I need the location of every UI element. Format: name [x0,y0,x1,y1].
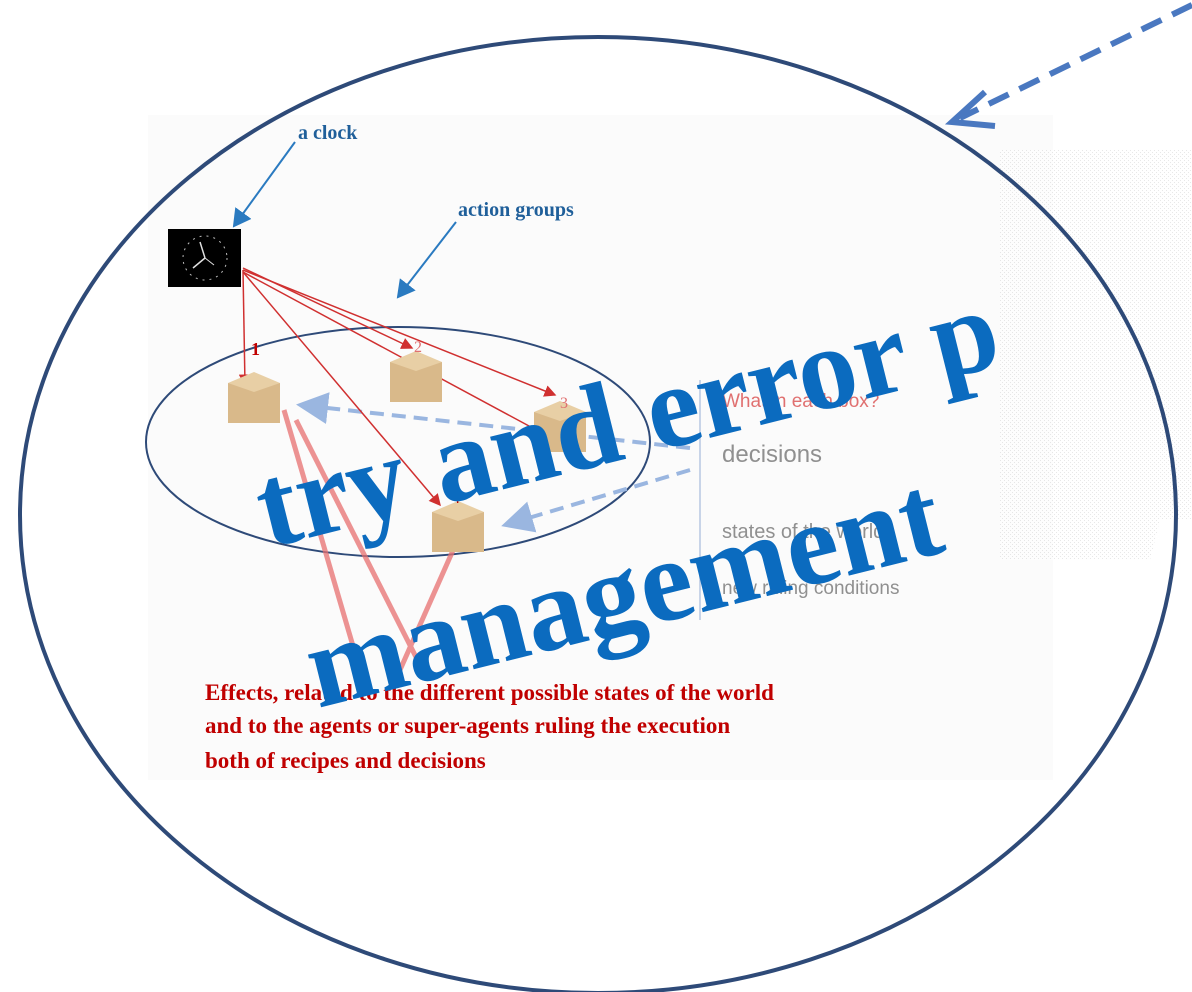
box-number-1: 1 [251,339,260,359]
clock-label: a clock [298,122,358,144]
effects-line-1: Effects, related to the different possib… [205,680,774,705]
outer-circle [18,35,1178,992]
action-group-ellipse [145,326,651,558]
box-number-4: 4 [452,490,460,507]
side-item-states: states of the world [722,521,884,543]
box-number-2: 2 [414,339,422,356]
side-item-decisions: decisions [722,441,822,468]
effects-line-3: both of recipes and decisions [205,748,486,773]
box-to-effects-arrows [281,409,465,672]
clock-icon [168,229,241,287]
action-groups-label: action groups [458,199,574,221]
action-groups-pointer-arrow [396,221,457,299]
box-icon-4 [432,501,484,552]
dashed-arrow [958,2,1192,121]
embedded-slide [148,115,1053,780]
clock-pointer-arrow [232,141,296,228]
feedback-arrow-2 [501,468,691,533]
box-number-3: 3 [560,395,568,412]
clock-to-box-arrows [238,267,557,507]
box-icon-1 [228,372,280,423]
side-question: What in each box? [722,391,879,412]
effects-line-2: and to the agents or super-agents ruling… [205,713,730,738]
box-icon-3 [534,401,586,452]
slide-dither-area [1000,150,1192,560]
box-icon-2 [390,351,442,402]
dashed-arrow-head [944,89,996,129]
side-item-ruling: new ruling conditions [722,578,899,599]
